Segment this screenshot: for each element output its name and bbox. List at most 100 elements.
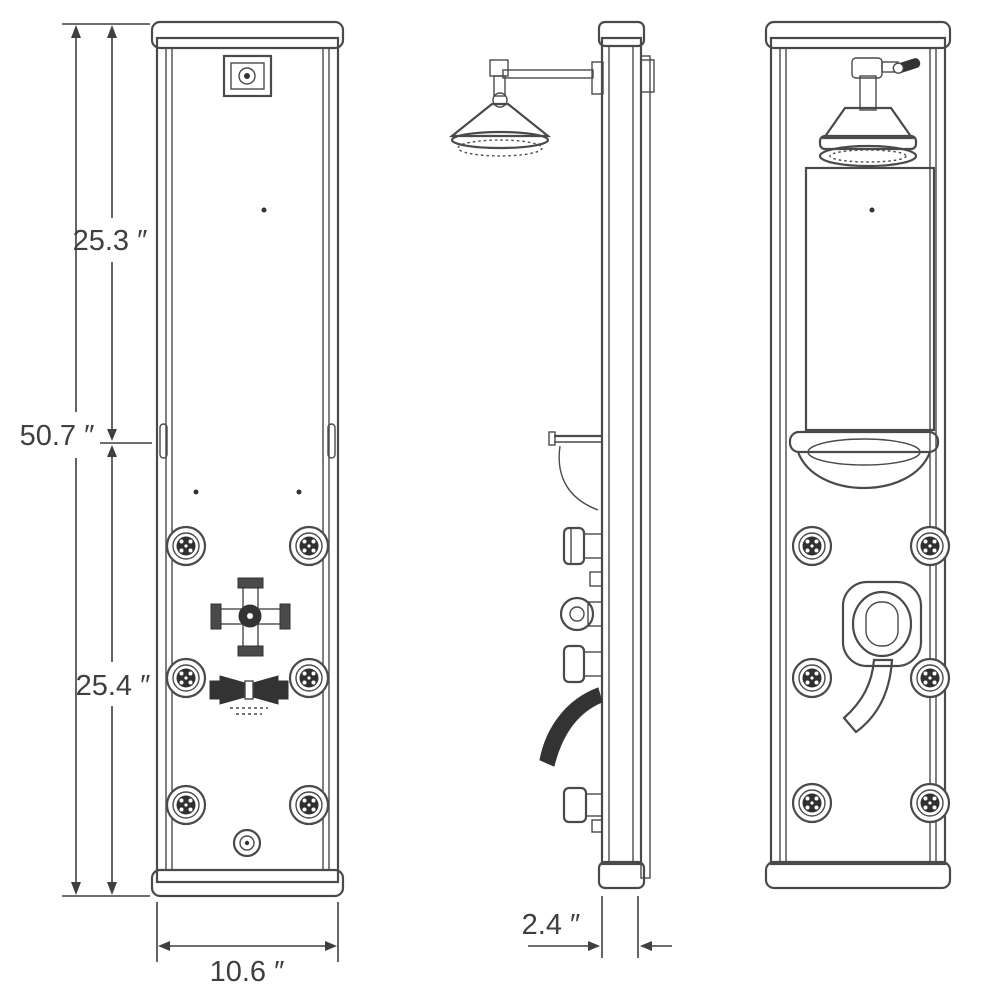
back-pilot-hole — [193, 489, 199, 495]
diverter-valve — [210, 577, 291, 657]
body-jet — [165, 784, 207, 826]
shower-head-rim — [450, 130, 550, 150]
valve-handle-hub — [892, 62, 905, 74]
dim-label-lower-height: 25.4 ″ — [76, 670, 151, 702]
arrow-right-icon — [325, 941, 337, 951]
body-jet — [909, 782, 951, 824]
round-knob-profile — [559, 596, 595, 632]
body-jet — [288, 525, 330, 567]
diverter-center — [247, 613, 253, 619]
control-assembly — [841, 580, 923, 734]
bracket-screw — [238, 67, 256, 85]
arrow-right-icon — [588, 941, 600, 951]
dim-label-width: 10.6 ″ — [210, 956, 285, 988]
body-jet — [165, 525, 207, 567]
shower-head-rim — [818, 144, 918, 168]
shelf-profile — [548, 431, 602, 511]
diverter-nut-left — [210, 603, 222, 630]
diverter-nut-bottom — [237, 645, 264, 657]
body-jet — [288, 784, 330, 826]
valve-pipe — [859, 75, 877, 111]
shower-head-band — [818, 134, 918, 151]
valve-elbow — [851, 57, 883, 79]
left-hanging-slot — [159, 423, 168, 459]
arm-elbow — [489, 59, 509, 77]
body-jet — [165, 657, 207, 699]
side-panel-top-cap — [597, 20, 646, 48]
shower-head-front — [818, 106, 918, 168]
diverter-nut-top — [237, 577, 264, 589]
diverter-knob-profile — [562, 526, 586, 566]
back-panel-top-cap — [150, 20, 345, 50]
dim-label-upper-height: 25.3 ″ — [73, 225, 148, 257]
knob-stem — [583, 651, 603, 677]
back-panel-bottom-cap — [150, 868, 345, 898]
round-knob-center — [569, 606, 585, 622]
diverter-nut-right — [279, 603, 291, 630]
mixer-right-fitting — [277, 680, 289, 700]
body-jet — [791, 782, 833, 824]
small-fitting — [589, 571, 603, 587]
control-escutcheon — [841, 580, 923, 668]
knob-stem — [583, 533, 603, 559]
side-panel-body — [600, 36, 643, 866]
arrow-down-icon — [107, 882, 117, 895]
shower-head-face — [829, 149, 907, 163]
shelf-lip — [548, 431, 556, 446]
dimension-annotations: 25.3 ″ 50.7 ″ 25.4 ″ 10.6 ″ 2.4 ″ — [20, 23, 672, 988]
front-panel-bottom-cap — [764, 860, 952, 890]
bracket-screw-center — [244, 73, 250, 79]
small-fitting — [591, 819, 603, 833]
valve-handle — [892, 58, 921, 74]
arrow-up-icon — [107, 445, 117, 457]
arrow-up-icon — [71, 25, 81, 38]
shower-arm-profile — [448, 59, 604, 157]
control-lever-handle — [842, 658, 894, 734]
shelf-bowl — [796, 451, 932, 489]
shower-head-cone — [821, 106, 915, 140]
back-pilot-hole — [261, 207, 267, 213]
body-jet — [909, 525, 951, 567]
side-panel-bottom-cap — [597, 860, 646, 890]
temperature-knob-profile — [562, 644, 586, 684]
mixer-left-fitting — [209, 680, 221, 700]
shelf-inner-ellipse — [807, 438, 921, 466]
dim-label-depth: 2.4 ″ — [522, 909, 581, 941]
mixer-right-wing — [252, 675, 279, 705]
arrow-left-icon — [158, 941, 170, 951]
control-oval — [851, 590, 913, 658]
mixer-valve — [209, 675, 289, 715]
front-panel-body — [769, 36, 947, 866]
bottom-outlet — [232, 828, 262, 858]
arrow-down-icon — [107, 429, 117, 441]
mounting-bracket — [222, 54, 273, 98]
arrow-left-icon — [640, 941, 652, 951]
front-panel-top-cap — [764, 20, 952, 50]
mixer-left-wing — [219, 675, 246, 705]
right-hanging-slot — [327, 423, 336, 459]
front-view — [764, 20, 952, 890]
body-jet — [791, 525, 833, 567]
mounting-bracket-inner — [230, 62, 265, 90]
control-inner-shape — [865, 601, 899, 647]
shelf-front — [788, 430, 940, 489]
side-view — [448, 20, 655, 890]
side-controls — [539, 526, 603, 833]
top-valve-assembly — [851, 57, 921, 111]
lever-handle-profile — [539, 687, 603, 767]
shower-head-cone — [448, 102, 552, 138]
back-panel-body — [155, 36, 340, 884]
shower-head-face — [457, 139, 543, 157]
wall-mount-strip — [640, 55, 651, 879]
shelf-bowl-curve — [558, 445, 599, 511]
arrow-up-icon — [107, 25, 117, 38]
back-pilot-hole — [296, 489, 302, 495]
lower-knob-profile — [562, 786, 588, 824]
knob-stem — [585, 793, 603, 817]
body-jet — [791, 657, 833, 699]
body-jet — [909, 657, 951, 699]
recessed-front-panel — [804, 166, 936, 432]
knob-stem — [587, 601, 603, 627]
